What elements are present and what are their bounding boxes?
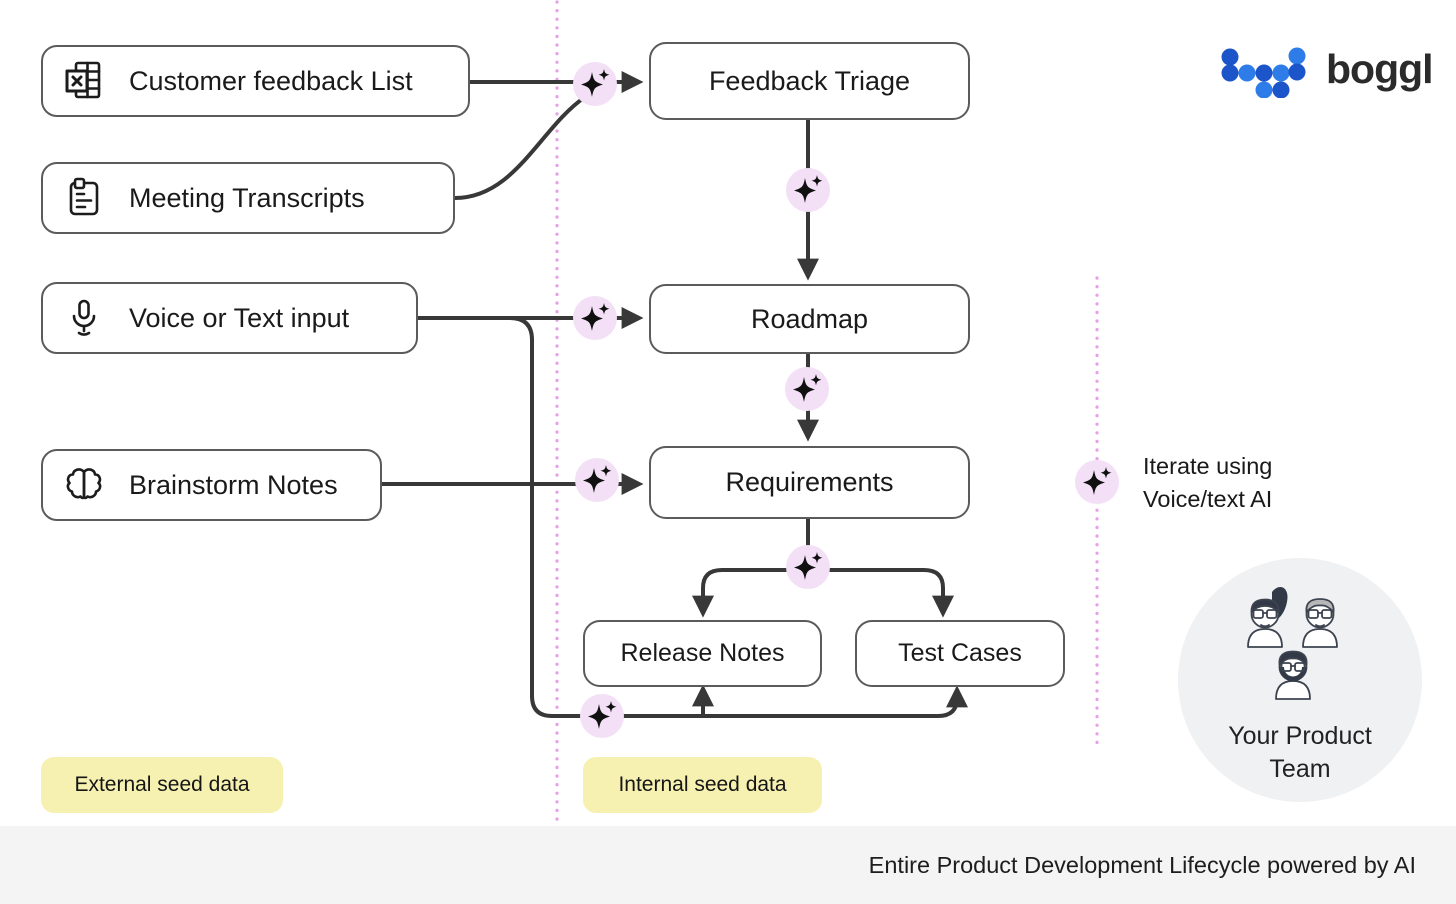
node-label: Roadmap [750,303,869,334]
ai-sparkle-icon [575,458,619,502]
boggl-dots-logo-icon [1221,47,1306,98]
internal-seed-data-label: Internal seed data [583,757,822,813]
ai-sparkle-icon [786,168,830,212]
iterate-annotation: Iterate using Voice/text AI [1143,450,1272,516]
connector-voice-bottom-loop [508,316,968,718]
node-label: Feedback Triage [708,65,911,96]
node-label: Meeting Transcripts [129,182,365,213]
ai-sparkle-icon [573,62,617,106]
team-label-line-2: Team [1269,755,1331,783]
spreadsheet-x-icon [62,60,106,102]
node-release-notes: Release Notes [583,620,822,687]
connector-transcripts-triage [453,95,587,200]
footer-bar: Entire Product Development Lifecycle pow… [0,826,1456,904]
team-label-line-1: Your Product [1228,722,1372,750]
node-label: Customer feedback List [129,65,413,96]
boggl-logo: boggl [1216,40,1434,98]
node-label: Test Cases [898,639,1022,667]
transcript-icon [62,177,106,219]
external-seed-data-label: External seed data [41,757,283,813]
node-requirements: Requirements [649,446,970,519]
iterate-line-2: Voice/text AI [1143,486,1273,512]
internal-seed-text: Internal seed data [618,773,787,796]
node-brainstorm-notes: Brainstorm Notes [41,449,382,521]
ai-sparkle-icon [580,694,624,738]
ai-sparkle-icon [1075,460,1119,504]
ai-sparkle-icon [785,367,829,411]
brain-icon [62,464,106,506]
product-team-circle [1178,558,1422,802]
ai-sparkle-icon [573,296,617,340]
node-label: Release Notes [620,639,785,667]
external-seed-text: External seed data [74,773,250,796]
logo-wordmark: boggl [1326,46,1434,92]
microphone-icon [62,297,106,339]
team-label: Your Product Team [1178,720,1422,786]
node-voice-or-text-input: Voice or Text input [41,282,418,354]
node-test-cases: Test Cases [855,620,1065,687]
iterate-line-1: Iterate using [1143,453,1273,479]
product-team-avatars-icon [1247,587,1338,700]
node-label: Brainstorm Notes [129,469,338,500]
node-roadmap: Roadmap [649,284,970,354]
node-customer-feedback-list: Customer feedback List [41,45,470,117]
node-feedback-triage: Feedback Triage [649,42,970,120]
node-meeting-transcripts: Meeting Transcripts [41,162,455,234]
ai-sparkle-icon [786,545,830,589]
footer-text: Entire Product Development Lifecycle pow… [868,851,1416,878]
connector-split-testcases [806,568,954,618]
node-label: Voice or Text input [129,302,350,333]
connector-split-releasenotes [692,568,810,618]
node-label: Requirements [725,467,894,497]
